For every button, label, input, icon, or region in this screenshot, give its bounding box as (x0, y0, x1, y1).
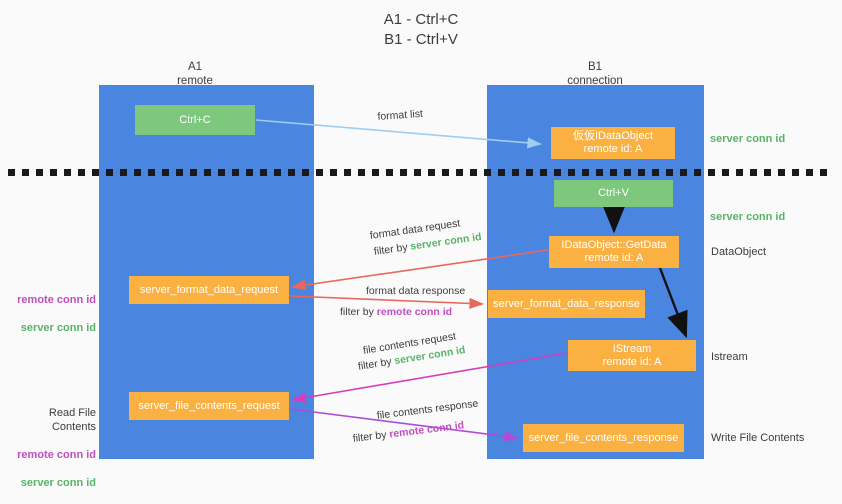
node-server-format-data-response[interactable]: server_format_data_response (488, 290, 645, 318)
node-idataobject-getdata[interactable]: IDataObject::GetData remote id: A (549, 236, 679, 268)
left-remote-conn-id-label: remote conn id (17, 449, 96, 461)
node-server-format-data-request[interactable]: server_format_data_request (129, 276, 289, 304)
diagram-canvas: A1 - Ctrl+C B1 - Ctrl+V A1 remote B1 con… (8, 11, 834, 489)
node-server-file-contents-response[interactable]: server_file_contents_response (523, 424, 684, 452)
right-column-header: B1 connection (567, 61, 623, 87)
right-annotation-istream: Istream (711, 351, 748, 363)
left-remote-conn-id-label: remote conn id (17, 294, 96, 306)
left-server-conn-id-label: server conn id (20, 477, 96, 489)
edge-label-format-data-response-filter: filter by remote conn id (340, 305, 452, 319)
page-title: A1 - Ctrl+C B1 - Ctrl+V (383, 11, 459, 48)
node-server-file-contents-request[interactable]: server_file_contents_request (129, 392, 289, 420)
right-annotation-write-file-contents: Write File Contents (711, 432, 805, 444)
left-server-conn-id-label: server conn id (20, 322, 96, 334)
node-ole-idataobject[interactable]: 仮仮IDataObject remote id: A (551, 127, 675, 159)
left-annotation-read-file-contents: Read File Contents remote conn id server… (2, 392, 96, 504)
right-annotation-server-conn-id-1: server conn id (710, 133, 786, 145)
edge-label-format-data-response: format data response (366, 285, 466, 297)
read-file-contents-heading: Read File Contents (48, 407, 96, 433)
left-column-header: A1 remote (177, 61, 213, 87)
filter-value-remote-conn-id: remote conn id (388, 419, 465, 441)
filter-prefix: filter by (373, 240, 412, 258)
filter-prefix: filter by (340, 306, 377, 318)
edge-label-file-contents-response-filter: filter by remote conn id (352, 418, 465, 446)
edge-label-file-contents-response: file contents response (376, 397, 479, 422)
right-annotation-server-conn-id-2: server conn id (710, 211, 786, 223)
separator-dashed-line (8, 169, 834, 176)
left-annotation-format-conn-ids: remote conn id server conn id (8, 279, 96, 349)
node-ctrl-c[interactable]: Ctrl+C (135, 105, 255, 135)
node-ctrl-v[interactable]: Ctrl+V (554, 180, 673, 207)
filter-prefix: filter by (357, 355, 396, 373)
filter-prefix: filter by (352, 428, 391, 445)
edge-label-format-list: format list (377, 107, 424, 123)
right-annotation-dataobject: DataObject (711, 246, 767, 258)
filter-value-remote-conn-id: remote conn id (376, 306, 453, 318)
node-istream[interactable]: IStream remote id: A (568, 340, 696, 371)
